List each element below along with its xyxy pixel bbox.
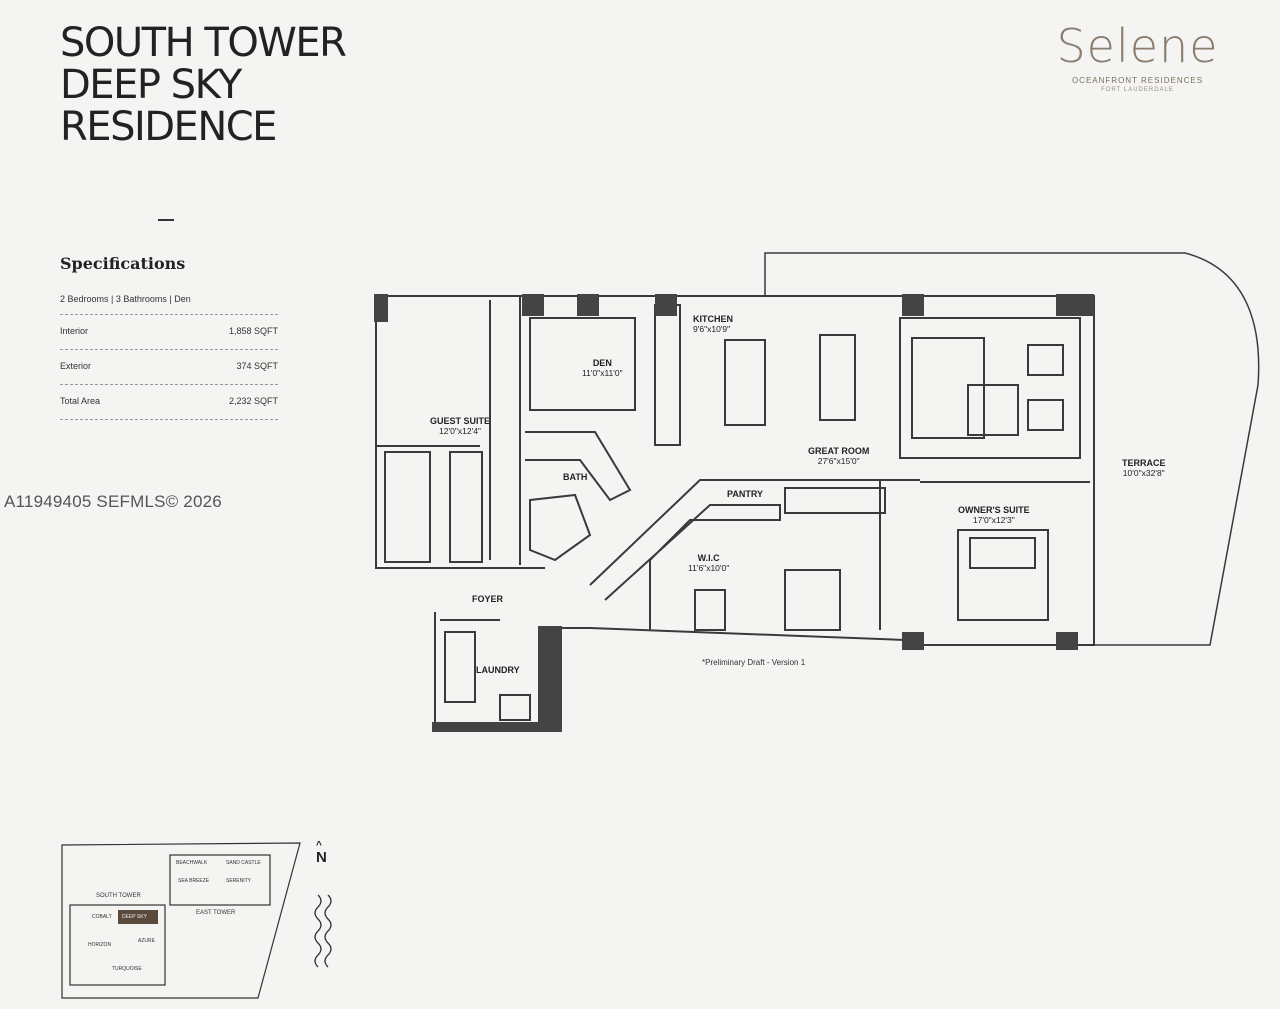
room-terrace: TERRACE 10'0"x32'8" — [1122, 458, 1166, 478]
room-great-room: GREAT ROOM 27'6"x15'0" — [808, 446, 870, 466]
key-plan-unit-highlight — [118, 910, 158, 924]
room-den: DEN 11'0"x11'0" — [582, 358, 623, 378]
specifications-table: 2 Bedrooms | 3 Bathrooms | Den Interior … — [60, 288, 278, 420]
key-unit-turquoise: TURQUOISE — [112, 966, 142, 972]
key-south-tower: SOUTH TOWER — [96, 893, 141, 899]
key-unit-sand-castle: SAND CASTLE — [226, 860, 261, 866]
spec-summary-row: 2 Bedrooms | 3 Bathrooms | Den — [60, 288, 278, 315]
title-line-2: DEEP SKY — [60, 62, 242, 108]
key-unit-sea-breeze: SEA BREEZE — [178, 878, 210, 884]
listing-watermark: A11949405 SEFMLS© 2026 — [4, 492, 222, 511]
key-east-tower: EAST TOWER — [196, 910, 236, 916]
logo-location: FORT LAUDERDALE — [1101, 87, 1174, 93]
spec-summary: 2 Bedrooms | 3 Bathrooms | Den — [60, 294, 191, 304]
key-unit-serenity: SERENITY — [226, 878, 252, 884]
floor-plan-walls — [375, 252, 1260, 731]
selene-logo: Selene OCEANFRONT RESIDENCES FORT LAUDER… — [1050, 18, 1225, 93]
room-wic: W.I.C 11'6"x10'0" — [688, 553, 730, 573]
room-owners-suite: OWNER'S SUITE 17'0"x12'3" — [958, 505, 1030, 525]
spec-value: 2,232 SQFT — [228, 396, 278, 406]
spec-label: Total Area — [60, 396, 101, 406]
spec-label: Interior — [60, 326, 89, 336]
room-foyer: FOYER — [472, 594, 504, 604]
spec-row-total: Total Area 2,232 SQFT — [60, 385, 278, 420]
spec-value: 374 SQFT — [236, 361, 278, 371]
key-unit-beachwalk: BEACHWALK — [176, 860, 208, 866]
title-line-3: RESIDENCE — [60, 104, 277, 150]
key-unit-horizon: HORIZON — [88, 942, 112, 948]
key-unit-cobalt: COBALT — [92, 914, 112, 920]
spec-label: Exterior — [60, 361, 92, 371]
spec-row-interior: Interior 1,858 SQFT — [60, 315, 278, 350]
page-title: SOUTH TOWER DEEP SKY RESIDENCE — [60, 20, 347, 150]
title-line-1: SOUTH TOWER — [60, 20, 347, 66]
key-unit-deep-sky: DEEP SKY — [122, 914, 147, 920]
divider-dash — [158, 219, 174, 221]
room-bath: BATH — [563, 472, 588, 482]
room-pantry: PANTRY — [727, 489, 763, 499]
key-plan — [61, 842, 301, 999]
spec-row-exterior: Exterior 374 SQFT — [60, 350, 278, 385]
logo-name: Selene — [1056, 19, 1219, 73]
room-laundry: LAUNDRY — [476, 665, 520, 675]
key-unit-azure: AZURE — [138, 938, 155, 944]
spec-value: 1,858 SQFT — [228, 326, 278, 336]
waves-icon — [314, 894, 332, 968]
room-kitchen: KITCHEN 9'6"x10'9" — [693, 314, 733, 334]
floor-plan-columns — [374, 294, 1094, 732]
logo-subtitle: OCEANFRONT RESIDENCES — [1071, 76, 1204, 85]
draft-note: *Preliminary Draft - Version 1 — [702, 658, 806, 667]
specifications-heading: Specifications — [60, 254, 186, 273]
room-guest-suite: GUEST SUITE 12'0"x12'4" — [430, 416, 491, 436]
north-arrow-icon: ^ N — [316, 840, 327, 867]
north-label: N — [316, 849, 327, 866]
